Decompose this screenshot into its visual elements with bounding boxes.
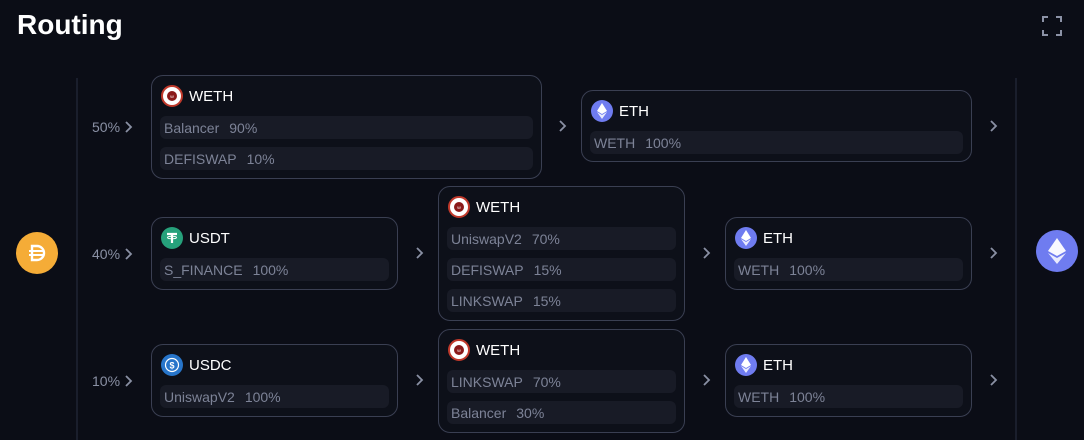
hop-token-label: ETH <box>619 102 649 120</box>
hop-token-label: WETH <box>189 87 234 105</box>
hop-header: ETH <box>735 353 793 377</box>
route-percent: 10% <box>92 371 136 391</box>
hop-header: ETH <box>591 99 649 123</box>
svg-text:W: W <box>457 205 461 210</box>
chevron-right-icon <box>125 248 133 260</box>
page-title: Routing <box>17 9 123 40</box>
chevron-right-icon <box>990 247 998 259</box>
hop-token-label: USDT <box>189 229 230 247</box>
chevron-right-icon <box>125 375 133 387</box>
route-start-line <box>76 78 78 440</box>
eth-icon <box>735 354 757 376</box>
hop-token-label: ETH <box>763 229 793 247</box>
route-percent: 40% <box>92 244 136 264</box>
dai-icon <box>16 232 58 274</box>
eth-icon <box>591 100 613 122</box>
chevron-right-icon <box>703 247 711 259</box>
chevron-right-icon <box>990 120 998 132</box>
svg-text:$: $ <box>169 361 174 371</box>
hop-header: W WETH <box>448 195 520 219</box>
expand-icon[interactable] <box>1040 14 1064 38</box>
hop-token-label: USDC <box>189 356 232 374</box>
hop-header: USDT <box>161 226 230 250</box>
hop-header: $ USDC <box>161 353 232 377</box>
chevron-right-icon <box>416 374 424 386</box>
chevron-right-icon <box>416 247 424 259</box>
weth-icon: W <box>161 85 183 107</box>
weth-icon: W <box>448 339 470 361</box>
usdc-icon: $ <box>161 354 183 376</box>
route-percent: 50% <box>92 117 136 137</box>
chevron-right-icon <box>559 120 567 132</box>
svg-text:W: W <box>170 94 174 99</box>
weth-icon: W <box>448 196 470 218</box>
hop-token-label: WETH <box>476 341 521 359</box>
hop-header: W WETH <box>161 84 233 108</box>
svg-text:W: W <box>457 348 461 353</box>
hop-header: W WETH <box>448 338 520 362</box>
eth-icon <box>1036 230 1078 272</box>
route-end-line <box>1015 78 1017 440</box>
chevron-right-icon <box>990 374 998 386</box>
hop-header: ETH <box>735 226 793 250</box>
usdt-icon <box>161 227 183 249</box>
hop-token-label: WETH <box>476 198 521 216</box>
chevron-right-icon <box>125 121 133 133</box>
hop-token-label: ETH <box>763 356 793 374</box>
eth-icon <box>735 227 757 249</box>
chevron-right-icon <box>703 374 711 386</box>
